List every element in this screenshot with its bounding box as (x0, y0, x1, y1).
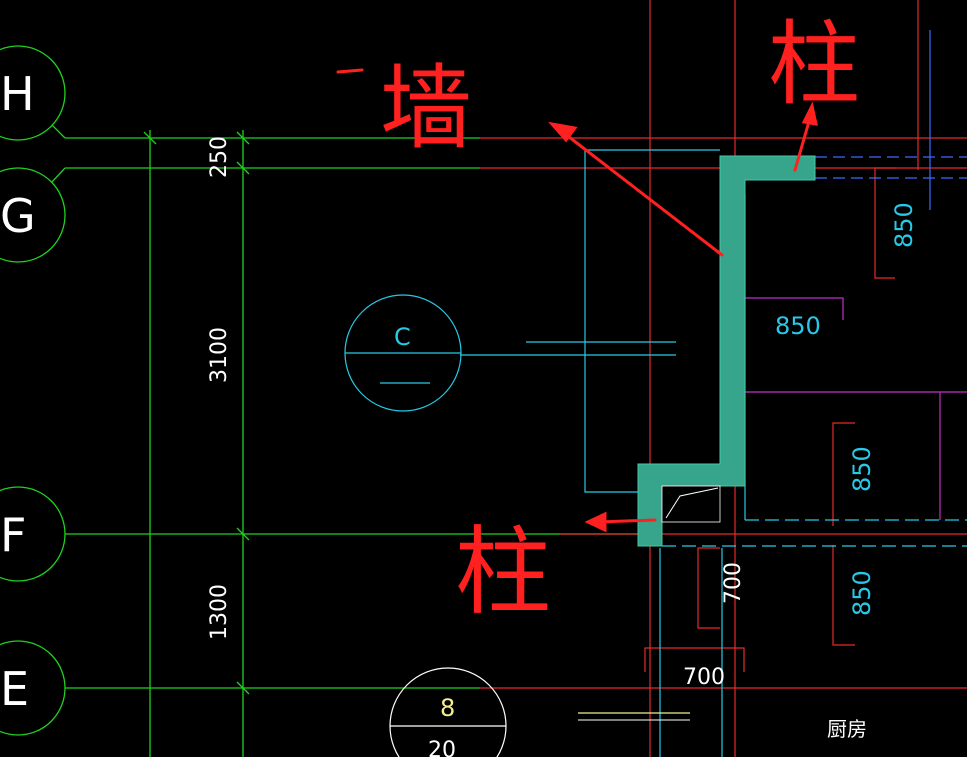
dimension-1300: 1300 (207, 584, 232, 640)
axis-connector-g (51, 167, 66, 183)
dimension-850-top: 850 (890, 202, 918, 248)
arrow-to-column-top (793, 116, 812, 172)
axis-label-g: G (0, 189, 36, 243)
cyan-room-outline (584, 149, 720, 493)
axis-bubble-e (0, 640, 66, 736)
tick (143, 131, 157, 145)
annotation-wall: 墙 (380, 55, 472, 162)
axis-label-h: H (0, 67, 35, 121)
bracket-850-mid (832, 422, 855, 526)
annotation-column-top: 柱 (768, 11, 860, 118)
axis-bubble-h (0, 45, 66, 141)
tag-text-c: C (394, 323, 411, 351)
arrow-to-column-bottom (596, 518, 657, 524)
structural-grid (0, 45, 660, 757)
dimension-850-bottom: 850 (848, 570, 876, 616)
tick (236, 527, 250, 541)
tag-circle-8 (389, 667, 507, 757)
arrow-head-wall (548, 121, 578, 143)
tick (236, 131, 250, 145)
dimension-850-inner: 850 (775, 312, 821, 340)
dash-mark (336, 68, 364, 74)
bracket-700-horizontal (644, 647, 745, 672)
room-label-kitchen: 厨房 (827, 717, 867, 741)
dimension-3100: 3100 (207, 327, 232, 383)
blue-lines (815, 30, 967, 210)
tag-text-20: 20 (428, 738, 456, 757)
axis-label-e: E (0, 662, 29, 716)
bracket-850-bottom (832, 545, 855, 646)
arrow-to-wall (558, 128, 724, 257)
dimension-700-horizontal: 700 (683, 665, 725, 690)
tick (236, 681, 250, 695)
arrow-head-column-bottom (584, 511, 607, 533)
dimension-250: 250 (207, 136, 232, 178)
axis-bubble-f (0, 486, 66, 582)
opening-hatch (665, 487, 719, 519)
axis-label-f: F (0, 508, 26, 562)
red-annotations (336, 68, 818, 533)
dimension-700-vertical: 700 (721, 562, 746, 604)
dimension-850-mid: 850 (848, 446, 876, 492)
bracket-700-vertical (697, 547, 720, 629)
annotation-column-bottom: 柱 (455, 516, 551, 628)
bracket-850-top (874, 167, 895, 279)
axis-connector-h (51, 124, 66, 139)
tick (236, 161, 250, 175)
opening-detail (661, 485, 721, 523)
tag-text-8: 8 (440, 694, 455, 722)
arrow-head-column-top (801, 101, 818, 126)
axis-bubble-g (0, 167, 66, 263)
